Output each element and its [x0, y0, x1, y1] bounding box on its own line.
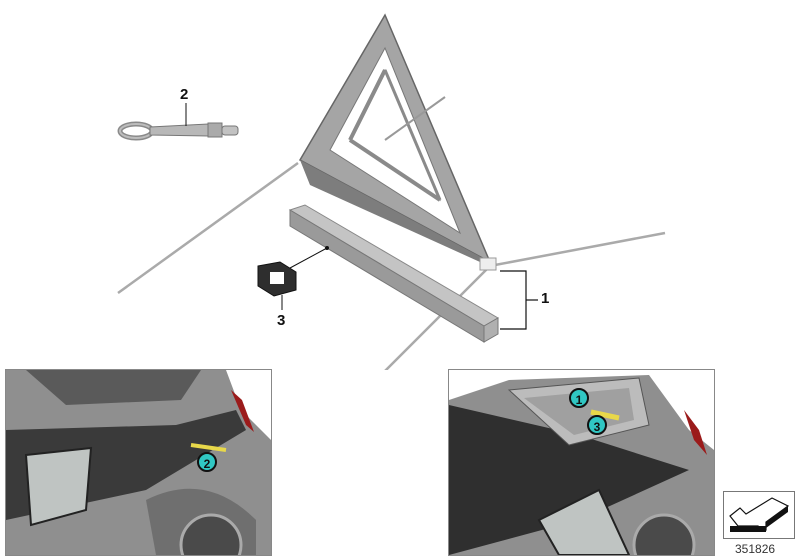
holder-clip-part [257, 246, 329, 310]
callout-2[interactable]: 2 [180, 86, 189, 103]
callout-1[interactable]: 1 [541, 290, 550, 307]
direction-indicator [723, 491, 795, 539]
inset-rear-quarter-view: 2 [5, 369, 272, 556]
callout-3[interactable]: 3 [277, 312, 286, 329]
reference-number: 351826 [735, 542, 776, 556]
arrow-direction-icon [729, 497, 790, 532]
towing-eye-part [117, 103, 239, 141]
parts-illustration [117, 13, 666, 370]
inset-front-trunk-view: 1 3 [448, 369, 715, 556]
storage-box-part [288, 204, 499, 343]
car-front-trunk-illustration [449, 370, 714, 555]
inset-badge-1[interactable]: 1 [569, 388, 589, 408]
warning-triangle-part [117, 13, 666, 370]
inset-badge-2[interactable]: 2 [197, 452, 217, 472]
inset-badge-3[interactable]: 3 [587, 415, 607, 435]
car-rear-quarter-illustration [6, 370, 271, 555]
